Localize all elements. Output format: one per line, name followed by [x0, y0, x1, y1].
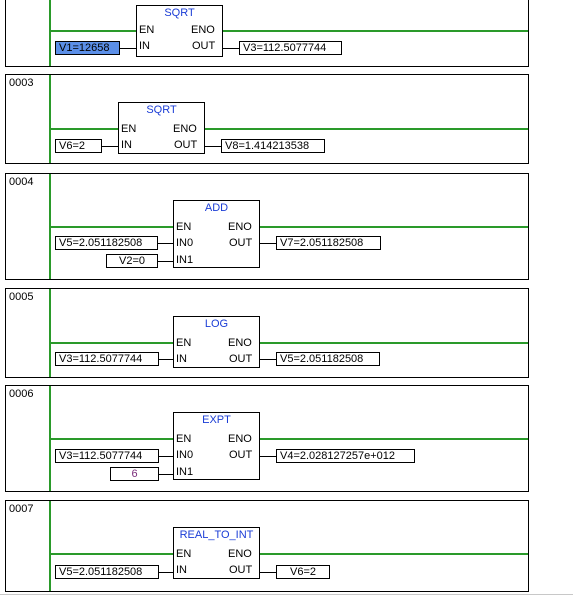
- pin-in0: IN0: [176, 449, 194, 461]
- power-rail: [49, 174, 51, 279]
- input1-wire: [159, 474, 173, 475]
- output-wire: [260, 456, 276, 457]
- pin-out: OUT: [229, 353, 253, 365]
- pin-out: OUT: [229, 564, 253, 576]
- rung-line: [51, 438, 528, 440]
- rung-0004[interactable]: 0004 ADD EN ENO IN0 OUT IN1 V5=2.0511825…: [5, 173, 529, 280]
- block-title: LOG: [204, 318, 229, 330]
- power-rail: [49, 386, 51, 491]
- sqrt-block[interactable]: SQRT EN ENO IN OUT: [136, 5, 223, 57]
- pin-in: IN: [121, 139, 132, 151]
- pin-eno: ENO: [173, 123, 197, 135]
- block-title: REAL_TO_INT: [179, 529, 254, 541]
- block-title: EXPT: [202, 414, 231, 426]
- pin-out: OUT: [229, 449, 253, 461]
- block-title: ADD: [204, 202, 229, 214]
- pin-en: EN: [176, 221, 192, 233]
- pin-en: EN: [176, 433, 192, 445]
- rung-number: 0004: [9, 176, 34, 188]
- pin-eno: ENO: [228, 548, 252, 560]
- rung-line: [51, 553, 528, 555]
- pin-en: EN: [139, 24, 155, 36]
- output-wire: [260, 572, 276, 573]
- expt-block[interactable]: EXPT EN ENO IN0 OUT IN1: [173, 412, 260, 480]
- pin-out: OUT: [192, 40, 216, 52]
- input-wire: [120, 48, 136, 49]
- rung-line: [51, 30, 528, 32]
- output-variable[interactable]: V3=112.5077744: [239, 41, 342, 55]
- rung-0007[interactable]: 0007 REAL_TO_INT EN ENO IN OUT V5=2.0511…: [5, 500, 529, 592]
- pin-eno: ENO: [191, 24, 215, 36]
- pin-eno: ENO: [228, 337, 252, 349]
- add-block[interactable]: ADD EN ENO IN0 OUT IN1: [173, 200, 260, 268]
- rung-number: 0003: [9, 77, 34, 89]
- pin-eno: ENO: [228, 433, 252, 445]
- input-wire: [159, 359, 173, 360]
- pin-out: OUT: [229, 237, 253, 249]
- sqrt-block[interactable]: SQRT EN ENO IN OUT: [118, 102, 205, 154]
- input-variable[interactable]: V3=112.5077744: [55, 352, 159, 366]
- input0-wire: [158, 243, 173, 244]
- output-variable[interactable]: V6=2: [276, 565, 330, 579]
- input0-variable[interactable]: V3=112.5077744: [55, 449, 159, 463]
- rung-number: 0007: [9, 503, 34, 515]
- input1-constant[interactable]: 6: [110, 467, 159, 481]
- block-title: SQRT: [146, 104, 177, 116]
- pin-in: IN: [176, 353, 187, 365]
- pin-en: EN: [176, 337, 192, 349]
- power-rail: [49, 289, 51, 377]
- power-rail: [49, 75, 51, 163]
- power-rail: [49, 501, 51, 591]
- real-to-int-block[interactable]: REAL_TO_INT EN ENO IN OUT: [173, 527, 260, 579]
- pin-in1: IN1: [176, 254, 194, 266]
- input-variable[interactable]: V5=2.051182508: [55, 565, 159, 579]
- pin-in1: IN1: [176, 466, 194, 478]
- scroll-edge: [0, 594, 573, 595]
- input1-variable[interactable]: V2=0: [106, 254, 158, 268]
- output-variable[interactable]: V8=1.414213538: [221, 139, 325, 153]
- pin-out: OUT: [174, 139, 198, 151]
- rung-0003[interactable]: 0003 SQRT EN ENO IN OUT V6=2 V8=1.414213…: [5, 74, 529, 164]
- rung-0006[interactable]: 0006 EXPT EN ENO IN0 OUT IN1 V3=112.5077…: [5, 385, 529, 492]
- input-variable[interactable]: V6=2: [55, 139, 102, 153]
- rung-number: 0005: [9, 291, 34, 303]
- pin-en: EN: [176, 548, 192, 560]
- input0-wire: [159, 456, 173, 457]
- input-variable[interactable]: V1=12658: [55, 41, 120, 55]
- pin-in0: IN0: [176, 237, 194, 249]
- rung-line: [51, 128, 528, 130]
- rung-0005[interactable]: 0005 LOG EN ENO IN OUT V3=112.5077744 V5…: [5, 288, 529, 378]
- output-wire: [205, 146, 221, 147]
- output-wire: [260, 359, 276, 360]
- pin-in: IN: [176, 564, 187, 576]
- rung-number: 0006: [9, 388, 34, 400]
- pin-eno: ENO: [228, 221, 252, 233]
- rung-line: [51, 226, 528, 228]
- block-title: SQRT: [164, 7, 195, 19]
- input0-variable[interactable]: V5=2.051182508: [55, 236, 158, 250]
- power-rail: [49, 0, 51, 66]
- rung-0002[interactable]: SQRT EN ENO IN OUT V1=12658 V3=112.50777…: [5, 0, 529, 67]
- output-variable[interactable]: V5=2.051182508: [276, 352, 380, 366]
- output-variable[interactable]: V7=2.051182508: [276, 236, 381, 250]
- rung-line: [51, 342, 528, 344]
- log-block[interactable]: LOG EN ENO IN OUT: [173, 316, 260, 368]
- input-wire: [102, 146, 118, 147]
- input1-wire: [158, 261, 173, 262]
- output-variable[interactable]: V4=2.028127257e+012: [276, 449, 415, 463]
- pin-en: EN: [121, 123, 137, 135]
- output-wire: [260, 243, 276, 244]
- input-wire: [159, 572, 173, 573]
- output-wire: [223, 48, 239, 49]
- pin-in: IN: [139, 40, 150, 52]
